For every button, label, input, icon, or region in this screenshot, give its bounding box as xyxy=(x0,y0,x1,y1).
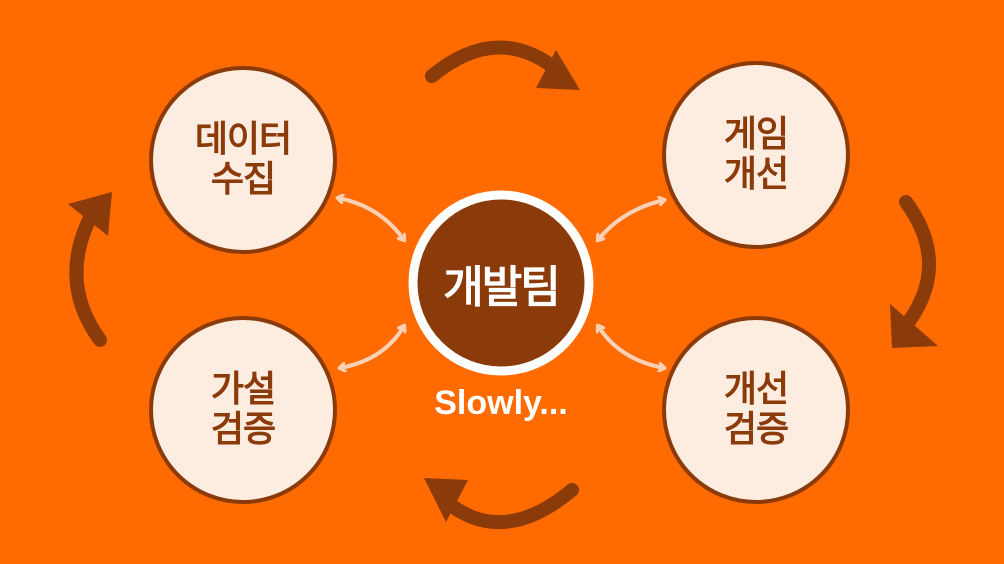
node-top-left-line2: 수집 xyxy=(210,159,276,200)
node-top-right xyxy=(662,61,850,249)
node-bottom-right xyxy=(662,316,850,504)
node-bottom-left xyxy=(149,316,337,504)
cycle-arrow-left-icon xyxy=(68,192,112,347)
node-bottom-left-line2: 검증 xyxy=(210,409,276,450)
node-top-left-label: 데이터 수집 xyxy=(151,68,335,252)
cycle-arrow-top-icon xyxy=(425,40,580,90)
link-arrow-bottom-right-icon xyxy=(598,326,664,368)
link-arrow-top-right-icon xyxy=(598,200,664,240)
center-node xyxy=(408,190,594,376)
center-caption: Slowly... xyxy=(434,384,568,422)
center-label: 개발팀 xyxy=(443,262,560,313)
cycle-arrow-bottom-icon xyxy=(424,478,579,530)
link-arrow-top-left-icon xyxy=(338,198,404,240)
link-arrow-bottom-left-icon xyxy=(340,326,404,368)
node-bottom-right-line2: 검증 xyxy=(723,409,789,450)
node-top-left-line1: 데이터 xyxy=(194,119,292,160)
node-top-left xyxy=(149,66,337,254)
node-bottom-left-line1: 가설 xyxy=(210,369,276,410)
node-bottom-right-line1: 개선 xyxy=(723,369,789,410)
node-top-right-line2: 개선 xyxy=(723,154,789,195)
cycle-arrow-right-icon xyxy=(890,195,938,348)
node-bottom-right-label: 개선 검증 xyxy=(664,318,848,502)
node-top-right-line1: 게임 xyxy=(723,114,789,155)
node-bottom-left-label: 가설 검증 xyxy=(151,318,335,502)
node-top-right-label: 게임 개선 xyxy=(664,63,848,247)
